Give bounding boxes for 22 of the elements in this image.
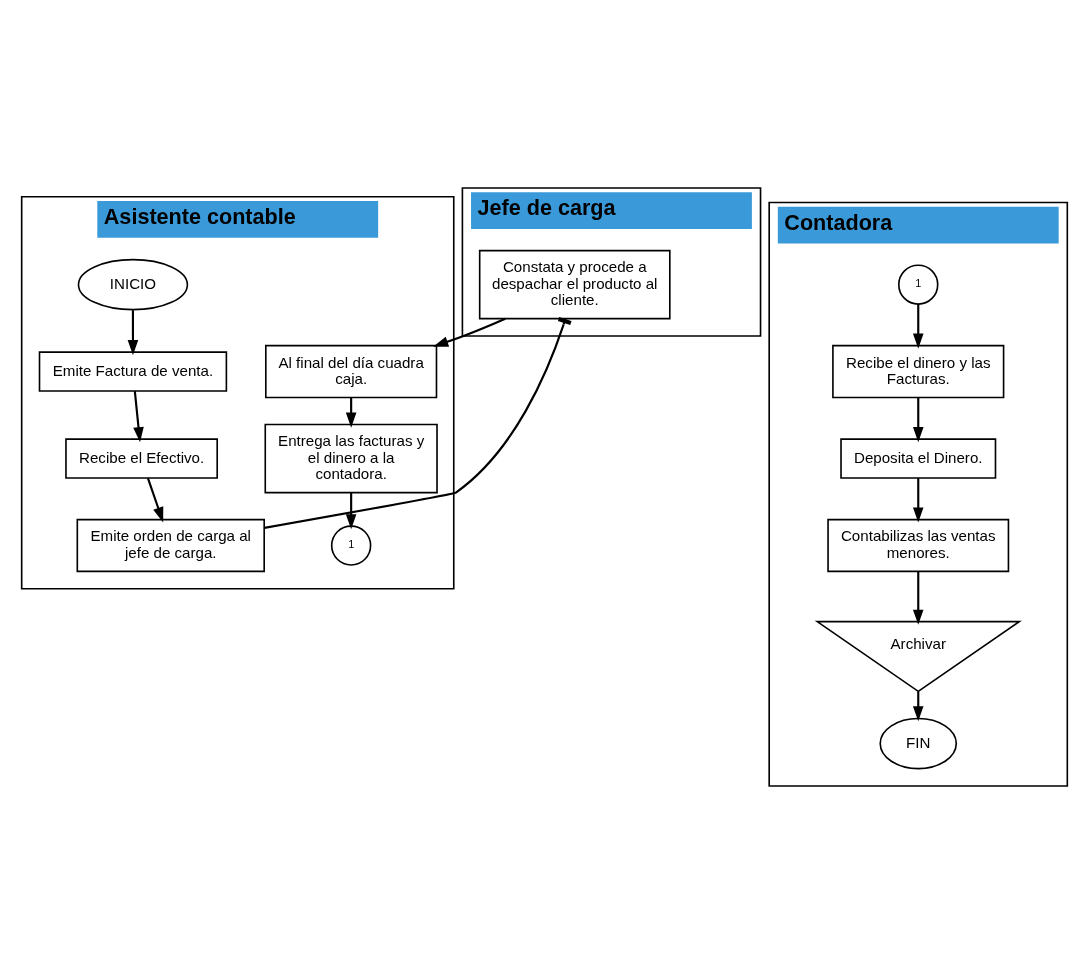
node-box: Contabilizas las ventas menores. [827, 518, 1010, 572]
arrow [133, 390, 144, 442]
connector [264, 316, 572, 529]
arrow [912, 477, 924, 523]
node-box: Recibe el Efectivo. [65, 437, 218, 479]
node-box: Emite orden de carga al jefe de carga. [76, 518, 265, 572]
arrow [345, 492, 357, 529]
arrow [912, 571, 924, 625]
node-circle: 1 [330, 524, 372, 566]
arrow [127, 309, 139, 355]
node-box: Entrega las facturas y el dinero a la contadora. [264, 423, 438, 493]
arrow [912, 397, 924, 442]
node-box: Constata y procede a despachar el producto al cliente. [478, 249, 671, 319]
node-box: Al final del día cuadra caja. [265, 344, 438, 398]
node-ellipse: FIN [879, 717, 958, 769]
arrow [912, 303, 924, 349]
node-box: Deposita el Dinero. [840, 437, 997, 479]
node-ellipse: INICIO [77, 258, 189, 310]
node-box: Recibe el dinero y las Facturas. [832, 344, 1005, 398]
node-circle: 1 [898, 263, 939, 305]
node-box: Emite Factura de venta. [38, 350, 228, 392]
arrow [146, 477, 164, 522]
